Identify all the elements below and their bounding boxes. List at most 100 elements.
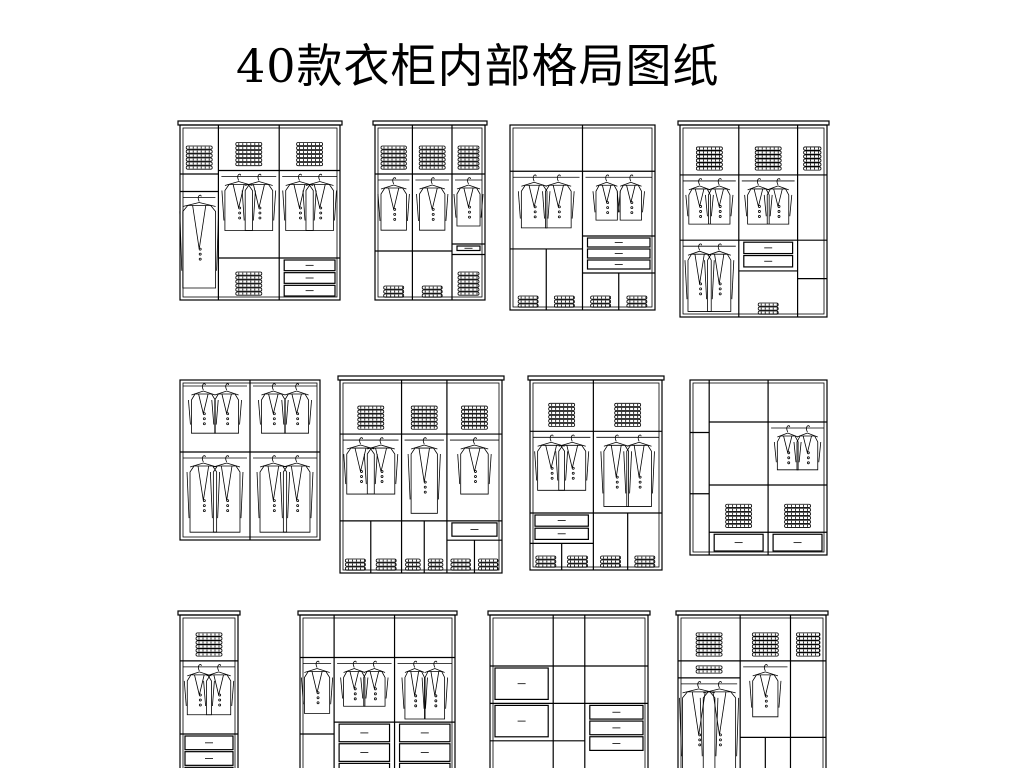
coat-button <box>258 206 262 210</box>
coat-button <box>758 205 761 208</box>
hanger-hook <box>295 383 300 391</box>
coat-button <box>630 206 634 210</box>
coat-button <box>764 694 768 698</box>
folded-clothes-stack <box>535 555 557 568</box>
folded-garment <box>796 648 821 653</box>
folded-garment <box>185 145 213 150</box>
coat-sleeve <box>736 697 740 757</box>
coat-lapel <box>463 187 474 208</box>
folded-garment <box>590 303 612 308</box>
coat-button <box>557 210 561 214</box>
folded-garment <box>725 511 753 516</box>
coat-sleeve <box>789 194 793 217</box>
coat-button <box>718 287 722 291</box>
coat-body <box>404 671 425 720</box>
coat-lapel <box>528 185 540 207</box>
wardrobe-elevation <box>337 375 505 574</box>
hanger-hook <box>430 177 435 185</box>
hanger-hook <box>197 664 202 672</box>
folded-clothes-stack <box>695 665 723 674</box>
coat-button <box>272 417 276 421</box>
folded-clothes-stack <box>450 558 471 571</box>
folded-garment <box>235 283 263 288</box>
coat-button <box>606 206 610 210</box>
folded-garment <box>754 162 782 167</box>
hanger-hook <box>467 177 471 185</box>
folded-garment <box>754 158 782 163</box>
folded-clothes-stack <box>185 145 213 170</box>
folded-garment <box>383 285 405 290</box>
wardrobe-outline <box>529 379 663 571</box>
coat-button <box>434 699 438 703</box>
hanging-coat <box>744 178 773 225</box>
coat-body <box>206 674 232 716</box>
folded-garment <box>548 418 576 423</box>
folded-garment <box>548 402 576 407</box>
folded-garment <box>478 566 499 571</box>
hanging-coat <box>793 425 822 471</box>
folded-garment <box>457 165 480 170</box>
wardrobe-elevation <box>675 610 829 768</box>
coat-body <box>304 671 331 714</box>
hanger-hook <box>532 174 537 182</box>
coat-lapel <box>610 445 622 478</box>
folded-garment <box>695 640 723 645</box>
coat-lapel <box>291 393 302 414</box>
hanging-coat <box>211 383 242 434</box>
coat-button <box>198 703 202 707</box>
hanging-coat <box>401 660 428 720</box>
folded-garment <box>405 562 421 567</box>
folded-garment <box>696 158 723 163</box>
folded-garment <box>450 566 471 571</box>
folded-garment <box>405 566 421 571</box>
coat-sleeve <box>256 471 260 519</box>
coat-body <box>244 184 274 231</box>
coat-sleeve <box>684 260 688 300</box>
coat-button <box>615 475 619 479</box>
folded-garment <box>634 555 656 560</box>
folded-garment <box>725 515 753 520</box>
folded-garment <box>235 142 263 147</box>
folded-garment <box>757 310 779 315</box>
coat-sleeve <box>215 399 219 425</box>
hanger-hook <box>379 437 384 445</box>
folded-garment <box>757 302 779 307</box>
coat-sleeve <box>231 680 235 707</box>
hanger-hook <box>786 425 791 433</box>
hanging-coat <box>542 174 575 229</box>
folded-garment <box>725 523 753 528</box>
coat-sleeve <box>715 697 719 757</box>
coat-lapel <box>773 188 783 207</box>
drawer <box>534 527 589 541</box>
coat-sleeve <box>253 190 256 221</box>
wardrobe-inner-outline <box>302 617 453 768</box>
folded-clothes-stack <box>461 405 488 430</box>
folded-garment <box>344 562 366 567</box>
folded-garment <box>590 295 612 300</box>
folded-garment <box>696 150 723 155</box>
coat-body <box>460 447 489 495</box>
wardrobe-outline <box>299 614 456 768</box>
hanging-coat <box>453 177 484 227</box>
folded-garment <box>185 153 213 158</box>
folded-garment <box>548 406 576 411</box>
folded-garment <box>380 145 407 150</box>
coat-lapel <box>369 671 380 689</box>
hanger-hook <box>217 664 222 672</box>
folded-clothes-stack <box>357 405 385 430</box>
hanger-hook <box>271 455 276 463</box>
coat-sleeve <box>282 190 286 221</box>
wardrobe-elevation <box>527 375 665 571</box>
folded-clothes-stack <box>478 558 499 571</box>
hanging-coat <box>421 660 449 720</box>
coat-sleeve <box>793 441 797 463</box>
folded-garment <box>478 562 499 567</box>
coat-sleeve <box>704 260 707 300</box>
drawer <box>184 735 234 751</box>
folded-garment <box>548 414 576 419</box>
folded-clothes-stack <box>380 145 407 170</box>
coat-sleeve <box>571 191 575 219</box>
folded-garment <box>634 563 656 568</box>
coat-button <box>226 417 230 421</box>
